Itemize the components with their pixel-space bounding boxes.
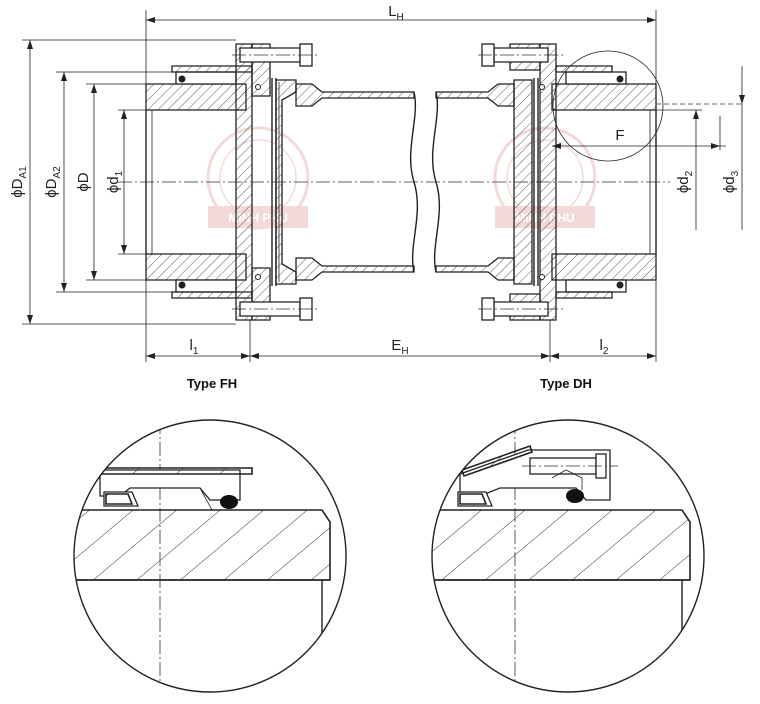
watermark-logo-left: MINH PHU — [206, 126, 310, 230]
svg-text:LH: LH — [388, 3, 404, 23]
svg-text:l1: l1 — [190, 337, 199, 357]
svg-text:F: F — [615, 127, 624, 144]
left-flange — [232, 43, 318, 321]
dimension-DA2: ϕDA2 — [43, 71, 176, 293]
svg-text:ϕd3: ϕd3 — [721, 170, 741, 193]
dimension-d3: ϕd3 — [656, 66, 745, 230]
svg-text:EH: EH — [391, 337, 408, 357]
dimension-D: ϕD — [75, 83, 146, 281]
dimension-l1-EH-l2: l1 EH l2 — [145, 280, 657, 362]
right-flange — [478, 43, 566, 321]
svg-text:l2: l2 — [600, 337, 609, 357]
detail-view-fh — [73, 419, 347, 693]
detail-circle — [552, 50, 664, 162]
svg-text:ϕDA2: ϕDA2 — [43, 166, 63, 198]
svg-text:ϕD: ϕD — [75, 172, 92, 191]
dimension-F: F — [552, 116, 726, 150]
dimension-DA1: ϕDA1 — [9, 39, 236, 325]
right-hub — [551, 65, 657, 299]
dimension-LH: LH — [145, 3, 657, 84]
caption-type-dh: Type DH — [540, 376, 592, 391]
svg-text:ϕDA1: ϕDA1 — [9, 166, 29, 198]
caption-type-fh: Type FH — [187, 376, 237, 391]
spacer-left — [295, 83, 418, 281]
svg-text:ϕd2: ϕd2 — [675, 170, 695, 193]
detail-view-dh — [431, 419, 705, 693]
dimension-d1: ϕd1 — [105, 109, 146, 255]
coupling-assembly: LH l1 EH l2 ϕDA1 — [9, 3, 745, 362]
svg-text:ϕd1: ϕd1 — [105, 170, 125, 193]
dimension-d2: ϕd2 — [656, 109, 702, 230]
